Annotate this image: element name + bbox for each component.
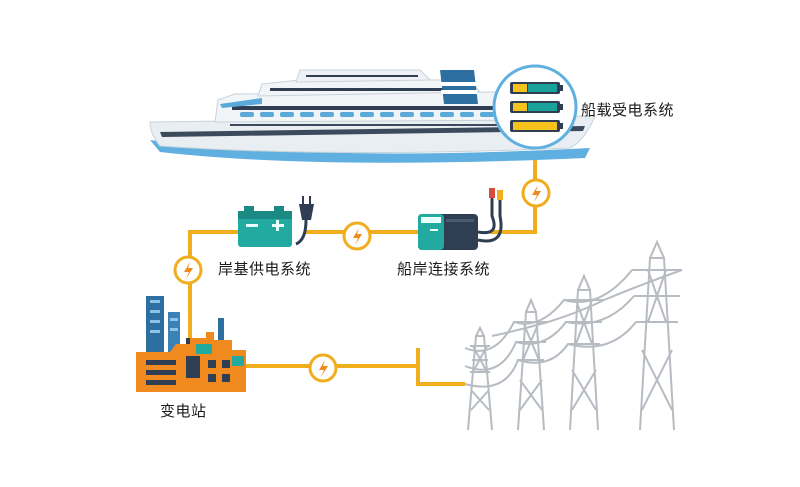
- connector-box-icon: [418, 214, 478, 250]
- line-grid-fork: [416, 348, 465, 386]
- substation-label: 变电站: [160, 402, 207, 420]
- lightning-bolt-icon: [521, 178, 551, 208]
- cruise-ship-icon: [149, 69, 596, 163]
- line-substation-to-shore-supply: [188, 230, 240, 360]
- power-lines: [188, 152, 537, 386]
- onboard-system-label: 船载受电系统: [581, 101, 675, 119]
- lightning-bolt-icon: [342, 221, 372, 251]
- shore-supply-label: 岸基供电系统: [218, 260, 312, 278]
- lightning-bolt-icon: [308, 353, 338, 383]
- transmission-tower-icon: [464, 239, 683, 431]
- substation-icon: [136, 296, 246, 392]
- lightning-bolt-icon: [173, 255, 203, 285]
- probe-cable-icon: [477, 188, 503, 243]
- battery-icon: [238, 206, 292, 247]
- plug-icon: [295, 196, 314, 246]
- battery-pack-icon: [492, 64, 578, 150]
- ship-shore-connection-label: 船岸连接系统: [397, 260, 491, 278]
